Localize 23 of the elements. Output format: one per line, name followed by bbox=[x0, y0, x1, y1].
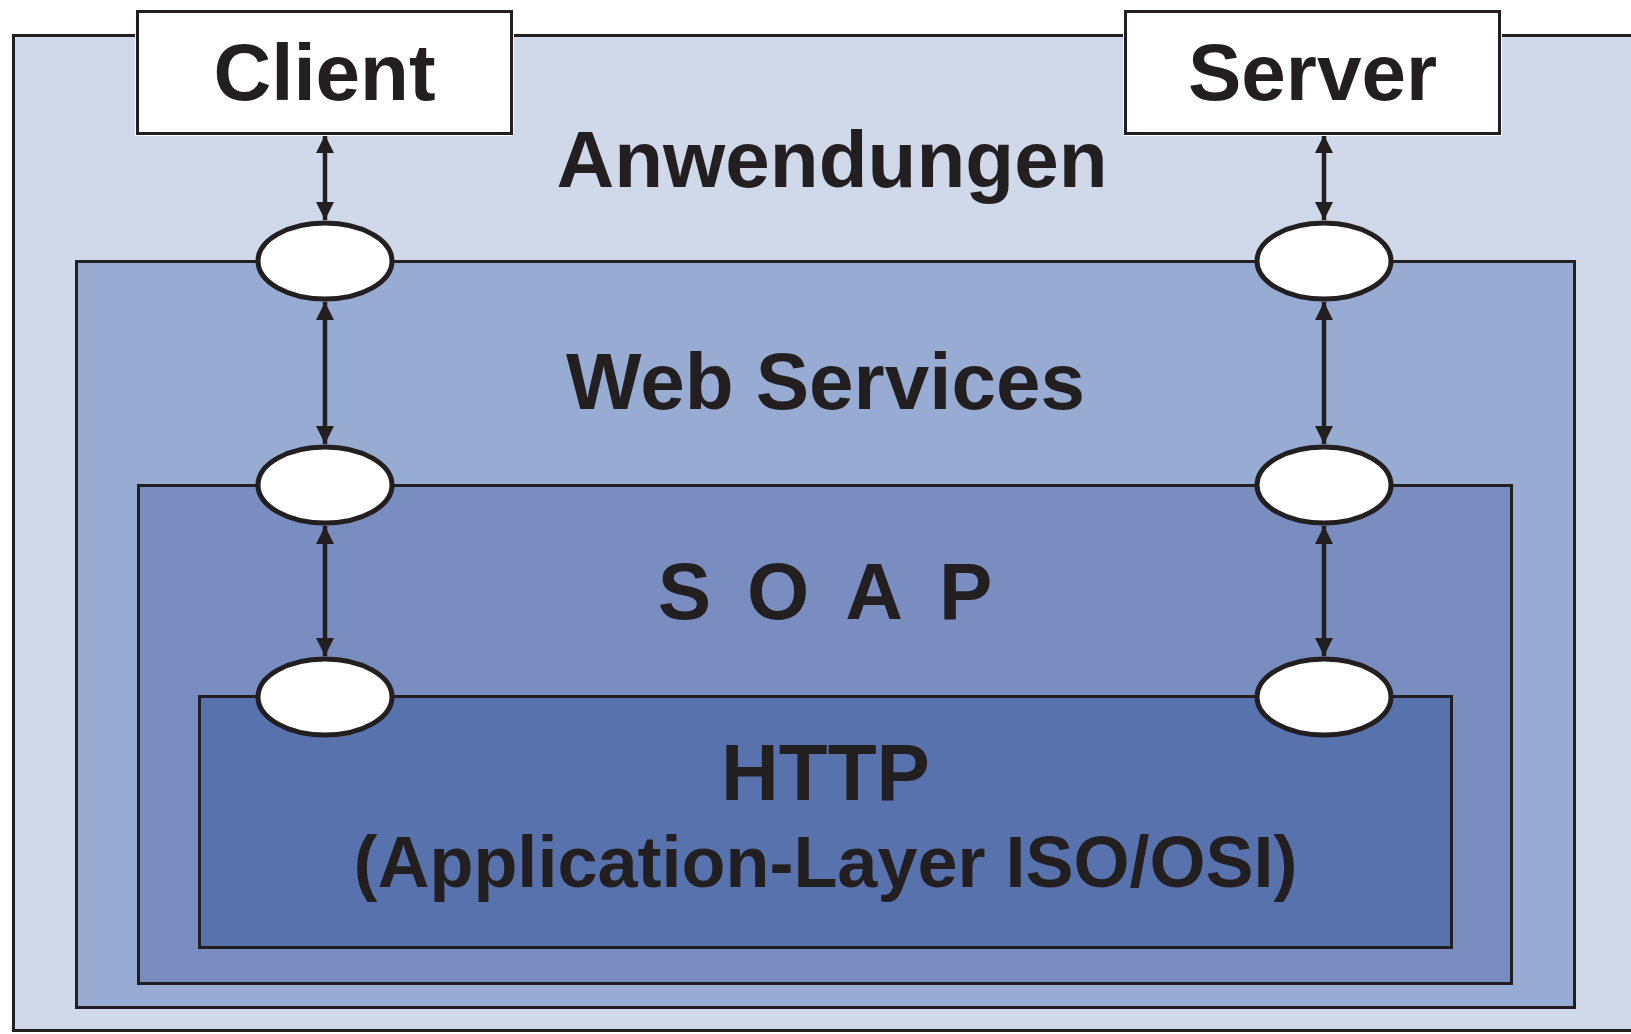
double-arrow bbox=[316, 526, 334, 656]
layer-label: SOAP bbox=[656, 552, 1029, 632]
double-arrow bbox=[316, 135, 334, 220]
layer-label: Web Services bbox=[566, 342, 1085, 422]
layer-band bbox=[198, 695, 1453, 949]
ellipse-port bbox=[255, 220, 395, 302]
double-arrow bbox=[316, 302, 334, 444]
ellipse-port bbox=[255, 656, 395, 738]
ellipse-port bbox=[1254, 656, 1394, 738]
component-box bbox=[136, 10, 513, 135]
layer-label: HTTP bbox=[721, 733, 930, 813]
double-arrow bbox=[1315, 135, 1333, 220]
double-arrow bbox=[1315, 302, 1333, 444]
component-box bbox=[1124, 10, 1501, 135]
ellipse-port bbox=[255, 444, 395, 526]
layer-band bbox=[12, 34, 1631, 1032]
double-arrow bbox=[1315, 526, 1333, 656]
ellipse-port bbox=[1254, 220, 1394, 302]
ellipse-port bbox=[1254, 444, 1394, 526]
layer-band bbox=[137, 484, 1513, 985]
component-label: Server bbox=[1187, 32, 1438, 113]
component-label: Client bbox=[213, 32, 436, 113]
layer-band bbox=[75, 260, 1576, 1009]
